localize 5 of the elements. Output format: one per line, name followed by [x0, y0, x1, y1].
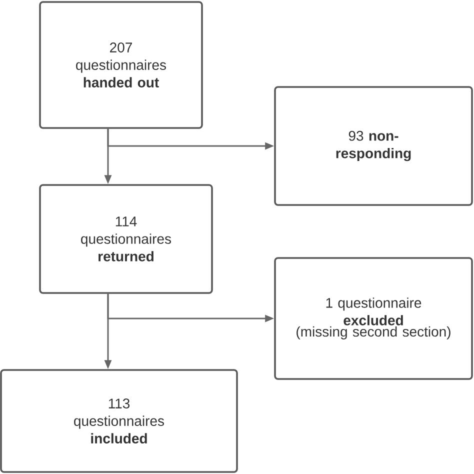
- process-box: 113 questionnaires included: [0, 369, 238, 473]
- process-box: 207 questionnaires handed out: [39, 1, 203, 129]
- process-box: 93 non-responding: [274, 86, 473, 206]
- process-box: 114 questionnaires returned: [39, 184, 213, 294]
- process-box: 1 questionnaire excluded (missing second section): [274, 257, 473, 380]
